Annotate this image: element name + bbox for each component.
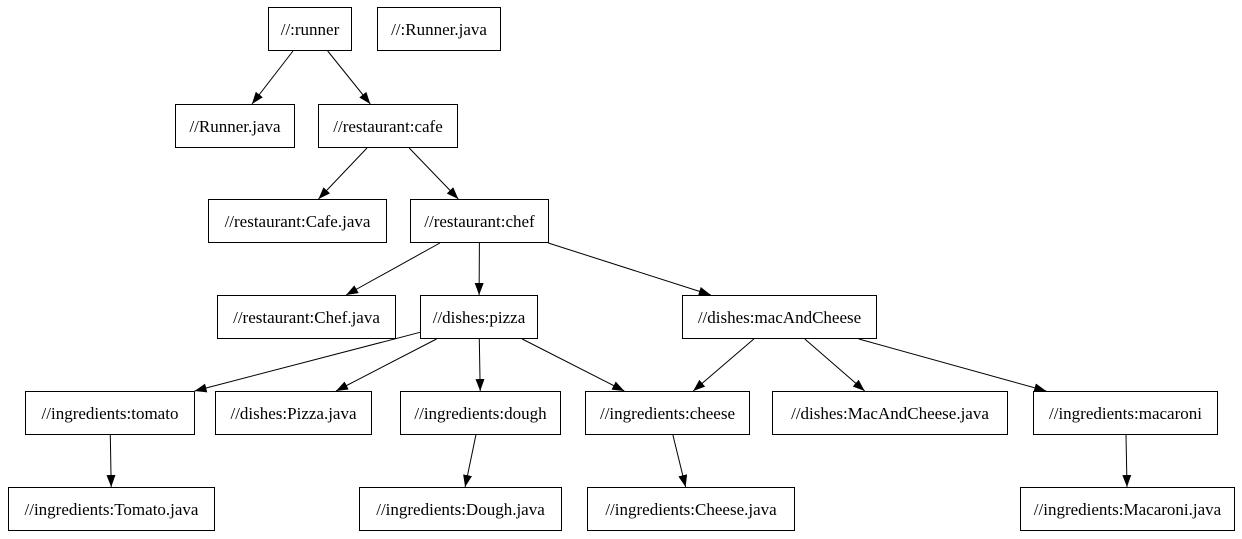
edge-pizza-to-dough — [475, 338, 485, 392]
edge-mac_and_cheese-to-cheese — [692, 338, 755, 392]
graph-node-mac_and_cheese: //dishes:macAndCheese — [682, 295, 877, 339]
edge-chef-to-mac_and_cheese — [548, 242, 711, 296]
graph-node-macaroni_java: //ingredients:Macaroni.java — [1020, 487, 1235, 531]
graph-node-pizza_java: //dishes:Pizza.java — [215, 391, 372, 435]
graph-node-cheese: //ingredients:cheese — [585, 391, 750, 435]
edge-pizza-to-cheese — [521, 338, 625, 392]
graph-node-pizza: //dishes:pizza — [420, 295, 538, 339]
graph-node-mac_and_cheese_java: //dishes:MacAndCheese.java — [772, 391, 1008, 435]
edge-pizza-to-tomato — [194, 331, 421, 393]
graph-node-runner: //:runner — [268, 7, 352, 51]
edge-cafe-to-cafe_java — [318, 147, 368, 200]
graph-node-dough_java: //ingredients:Dough.java — [359, 487, 562, 531]
graph-node-dough: //ingredients:dough — [400, 391, 561, 435]
edge-chef-to-chef_java — [345, 242, 441, 296]
edge-runner-to-cafe — [327, 50, 371, 105]
edge-pizza-to-pizza_java — [335, 338, 437, 392]
graph-node-cafe_java: //restaurant:Cafe.java — [208, 199, 387, 243]
graph-node-macaroni: //ingredients:macaroni — [1033, 391, 1218, 435]
edge-mac_and_cheese-to-mac_and_cheese_java — [804, 338, 866, 392]
graph-node-tomato_java: //ingredients:Tomato.java — [8, 487, 215, 531]
edge-cafe-to-chef — [408, 147, 459, 200]
graph-node-cheese_java: //ingredients:Cheese.java — [587, 487, 795, 531]
graph-node-chef: //restaurant:chef — [410, 199, 549, 243]
graph-node-runner_java_root: //:Runner.java — [377, 7, 501, 51]
edge-cheese-to-cheese_java — [672, 434, 688, 488]
edge-macaroni-to-macaroni_java — [1122, 434, 1132, 488]
graph-node-cafe: //restaurant:cafe — [318, 104, 458, 148]
edge-runner-to-runner_java — [251, 50, 294, 105]
graph-node-tomato: //ingredients:tomato — [25, 391, 195, 435]
edge-dough-to-dough_java — [463, 434, 477, 488]
edge-mac_and_cheese-to-macaroni — [858, 338, 1047, 393]
graph-node-chef_java: //restaurant:Chef.java — [217, 295, 396, 339]
graph-node-runner_java: //Runner.java — [175, 104, 295, 148]
edge-tomato-to-tomato_java — [106, 434, 116, 488]
